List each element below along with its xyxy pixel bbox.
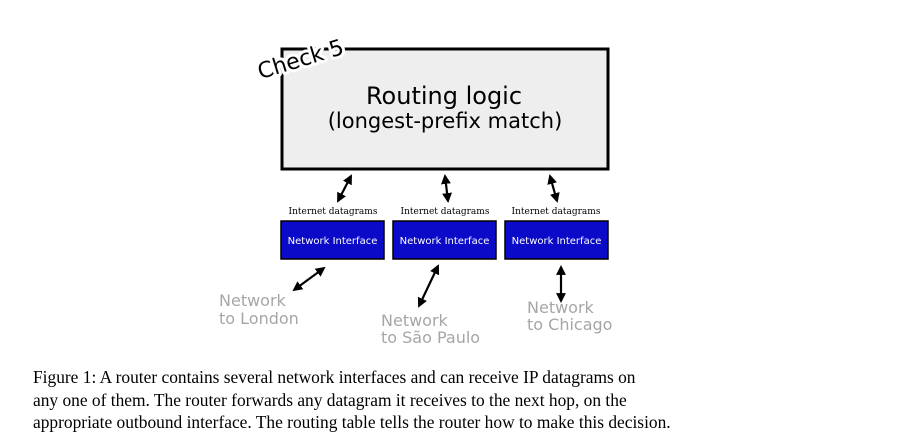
figure-caption: Figure 1: A router contains several netw… [33,366,873,434]
network-arrow-sao-paulo [417,264,440,308]
network-label-sao-paulo: Network to São Paulo [381,311,480,347]
datagram-label-1: Internet datagrams [289,207,378,217]
routing-logic-title: Routing logic [366,82,522,110]
caption-line-2: any one of them. The router forwards any… [33,389,627,410]
routing-logic-box [280,47,610,171]
network-label-london: Network to London [219,291,299,328]
datagram-label-2: Internet datagrams [401,207,490,217]
network-label-chicago: Network to Chicago [527,298,612,334]
caption-line-1: Figure 1: A router contains several netw… [33,367,636,387]
routing-arrow-1 [337,174,352,203]
network-interface-box-1 [280,220,385,260]
datagram-label-3: Internet datagrams [512,207,601,217]
network-interface-label-1: Network Interface [288,236,378,247]
routing-arrow-3 [547,174,560,203]
router-diagram: Routing logic (longest-prefix match) Che… [219,35,613,347]
network-interface-label-3: Network Interface [512,236,602,247]
caption-line-3: appropriate outbound interface. The rout… [33,412,671,432]
routing-logic-subtitle: (longest-prefix match) [328,109,563,133]
network-interface-label-2: Network Interface [400,236,490,247]
routing-arrow-2 [441,174,452,203]
network-interface-box-3 [504,220,609,260]
network-interface-box-2 [392,220,497,260]
network-arrow-london [292,266,326,292]
